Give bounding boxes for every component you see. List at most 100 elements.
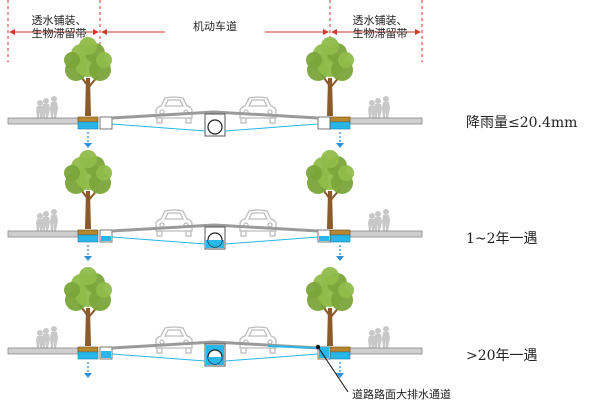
tree-icon <box>306 150 354 229</box>
pedestrian-head <box>375 328 381 334</box>
left-sidewalk <box>7 230 79 238</box>
pedestrian-body <box>374 104 382 118</box>
pedestrian-icon <box>368 100 376 118</box>
car-body <box>155 209 193 232</box>
car-wheel <box>185 230 192 237</box>
car-wheel <box>185 347 192 354</box>
pedestrian-body <box>42 217 50 231</box>
right-infiltration-arrow-head <box>336 143 344 148</box>
left-zone-label-line1: 透水铺装、 <box>31 14 87 27</box>
tree-canopy <box>306 52 322 68</box>
left-infiltration-arrow-head <box>84 143 92 148</box>
car-windshield <box>163 212 185 220</box>
right-planter-soil <box>329 346 351 353</box>
pedestrian-head <box>369 100 375 106</box>
car-wheel <box>156 347 163 354</box>
pedestrian-icon <box>42 211 50 231</box>
pedestrian-icon <box>374 211 382 231</box>
left-planter-water <box>77 351 99 360</box>
pedestrian-body <box>36 106 44 118</box>
right-zone-label-line2: 生物滞留带 <box>352 27 408 40</box>
roadway-surface <box>111 223 319 233</box>
car-wheel <box>240 347 247 354</box>
tree-canopy <box>79 150 97 168</box>
car-wheel <box>240 230 247 237</box>
pedestrian-icon <box>36 213 44 231</box>
car-wheel <box>156 117 163 124</box>
right-infiltration-arrow-head <box>336 256 344 261</box>
pedestrian-icon <box>374 98 382 118</box>
tree-canopy <box>79 267 97 285</box>
pedestrian-head <box>37 213 43 219</box>
subgrade-flow-line-left <box>111 236 206 245</box>
car-headlight <box>267 339 273 345</box>
subgrade-flow-line-right <box>224 123 319 132</box>
car-windshield <box>247 212 269 220</box>
car-wheel <box>185 117 192 124</box>
left-infiltration-arrow-head <box>84 256 92 261</box>
left-curb <box>99 116 113 130</box>
pedestrian-icon <box>368 213 376 231</box>
storm-pipe-water <box>208 357 222 364</box>
left-zone-label: 透水铺装、 生物滞留带 <box>14 14 104 40</box>
car-body <box>155 326 193 349</box>
pedestrian-icon <box>36 100 44 118</box>
pedestrian-icon <box>382 96 390 118</box>
car-icon <box>239 326 277 354</box>
right-infiltration-arrow-head <box>336 373 344 378</box>
tree-canopy <box>96 282 112 298</box>
car-headlight <box>267 222 273 228</box>
left-planter-water <box>77 234 99 243</box>
car-windshield <box>163 99 185 107</box>
tree-icon <box>306 37 354 116</box>
tree-canopy <box>338 165 354 181</box>
right-planter-water <box>329 351 351 360</box>
right-curb <box>317 116 331 130</box>
car-body <box>239 96 277 119</box>
center-zone-label: 机动车道 <box>193 20 237 33</box>
pedestrian-body <box>36 336 44 348</box>
pedestrian-icon <box>42 98 50 118</box>
tree-icon <box>64 37 112 116</box>
right-curb-water <box>319 236 329 241</box>
cross-sections <box>7 37 423 393</box>
subgrade-flow-line-right <box>224 236 319 245</box>
right-zone-label: 透水铺装、 生物滞留带 <box>335 14 425 40</box>
car-windshield <box>247 329 269 337</box>
scenario-label-3: >20年一遇 <box>466 348 538 364</box>
tree-icon <box>64 150 112 229</box>
tree-canopy <box>338 282 354 298</box>
car-wheel <box>269 117 276 124</box>
scenario-label-2: 1~2年一遇 <box>466 231 538 247</box>
left-planter-soil <box>77 116 99 123</box>
pedestrian-head <box>37 330 43 336</box>
subgrade-flow-line-right <box>224 353 319 362</box>
tree-canopy <box>64 52 80 68</box>
right-zone-label-line1: 透水铺装、 <box>352 14 408 27</box>
left-sidewalk <box>7 347 79 355</box>
pedestrian-head <box>383 96 389 102</box>
tree-icon <box>306 267 354 346</box>
road-cross-section-3 <box>7 267 423 393</box>
tree-canopy <box>64 165 80 181</box>
left-curb-water <box>101 236 111 241</box>
right-planter-soil <box>329 116 351 123</box>
storm-pipe <box>207 119 223 135</box>
pedestrian-body <box>50 215 58 231</box>
tree-canopy <box>64 282 80 298</box>
pedestrian-head <box>369 213 375 219</box>
right-planter-water <box>329 234 351 243</box>
car-headlight <box>159 339 165 345</box>
pedestrian-body <box>42 334 50 348</box>
tree-canopy <box>321 37 339 55</box>
right-curb-water <box>319 347 329 358</box>
pedestrian-icon <box>382 326 390 348</box>
car-icon <box>239 209 277 237</box>
pedestrian-body <box>368 219 376 231</box>
pedestrian-body <box>374 334 382 348</box>
pedestrian-head <box>375 98 381 104</box>
scenario-label-1: 降雨量≤20.4mm <box>466 115 578 131</box>
subgrade-flow-line-left <box>111 123 206 132</box>
tree-canopy <box>306 282 322 298</box>
header-dimension-lines <box>7 0 423 62</box>
